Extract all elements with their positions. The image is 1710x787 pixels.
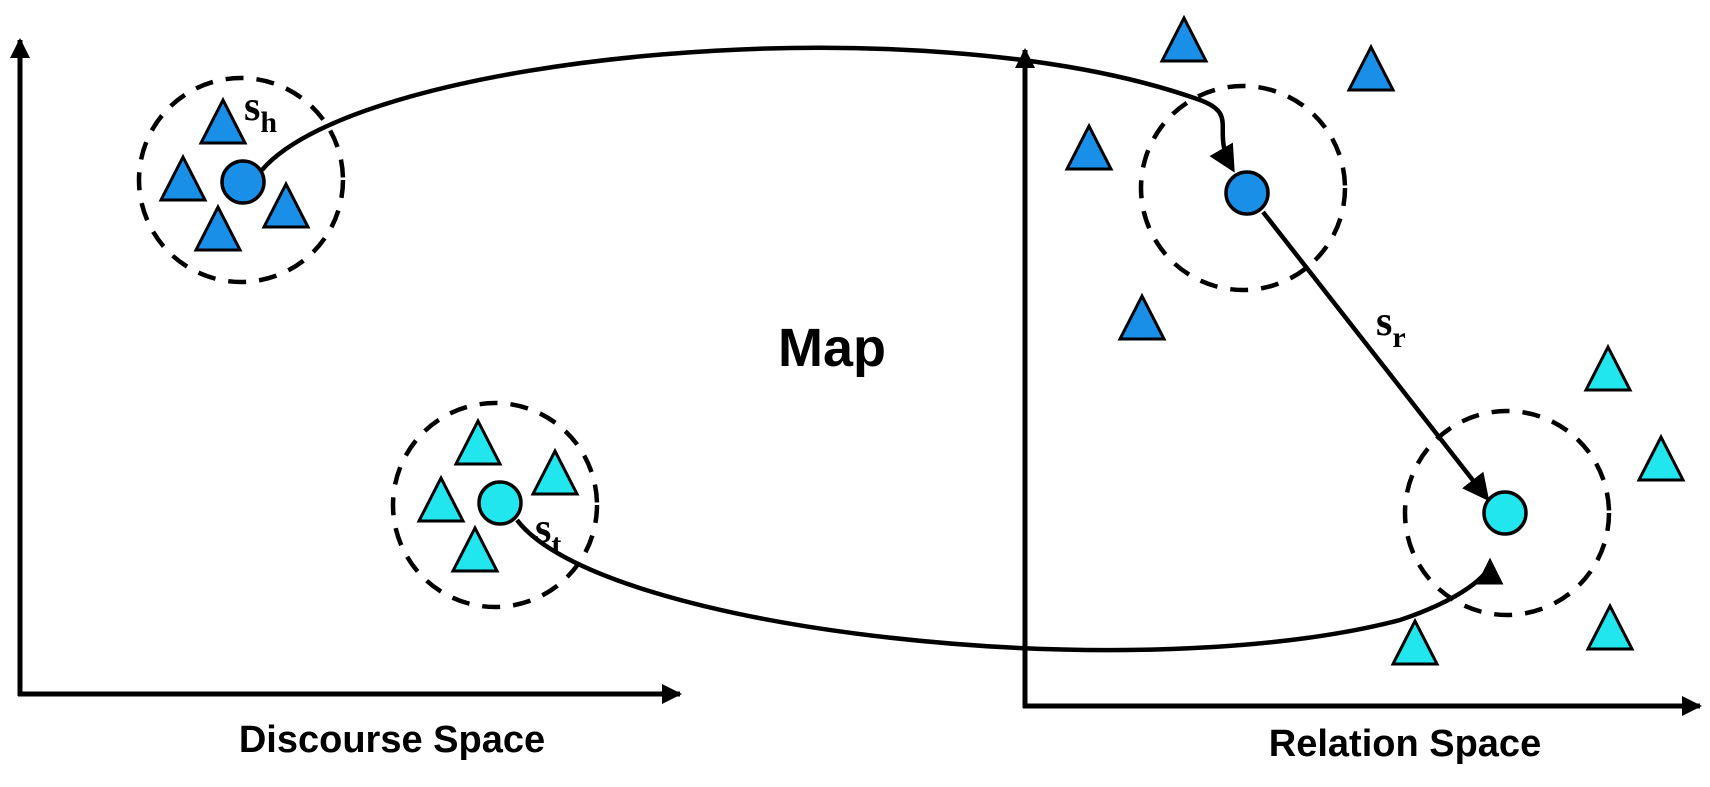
discourse-space-label: Discourse Space <box>239 719 545 761</box>
triangle-icon <box>1390 617 1440 666</box>
triangle-icon <box>450 524 500 573</box>
head-entity-node <box>220 159 266 205</box>
triangle-icon <box>261 180 311 229</box>
relation-space-axes <box>1015 48 1702 716</box>
triangle-icon <box>1585 602 1635 651</box>
head-cluster-circle <box>136 75 346 285</box>
triangle-icon <box>198 96 248 145</box>
relation-tail-circle <box>1402 408 1612 618</box>
discourse-space-axes <box>9 38 682 704</box>
relation-cyan-triangles <box>1390 343 1686 666</box>
tail-entity-node <box>477 480 523 526</box>
triangle-icon <box>158 153 208 202</box>
head-mapping-arrow <box>260 45 1235 173</box>
triangle-icon <box>193 203 243 252</box>
triangle-icon <box>416 474 466 523</box>
relation-tail-node <box>1482 490 1528 536</box>
triangle-icon <box>453 417 503 466</box>
relation-symbol-label: sr <box>1376 299 1406 354</box>
relation-head-circle <box>1138 83 1348 293</box>
triangle-icon <box>1346 43 1396 92</box>
tail-cluster-triangles <box>416 417 580 573</box>
tail-mapping-arrow <box>515 518 1504 653</box>
relation-head-node <box>1224 170 1270 216</box>
relation-blue-triangles <box>1064 14 1396 341</box>
relation-space-label: Relation Space <box>1269 723 1541 765</box>
tail-symbol-label: st <box>535 506 561 561</box>
triangle-icon <box>1636 433 1686 482</box>
triangle-icon <box>530 447 580 496</box>
head-cluster-triangles <box>158 96 311 252</box>
triangle-icon <box>1117 292 1167 341</box>
triangle-icon <box>1583 343 1633 392</box>
relation-arrow <box>1261 210 1490 502</box>
map-label: Map <box>778 318 886 378</box>
head-symbol-label: sh <box>244 84 277 139</box>
triangle-icon <box>1064 122 1114 171</box>
tail-cluster-circle <box>390 400 600 610</box>
triangle-icon <box>1159 14 1209 63</box>
